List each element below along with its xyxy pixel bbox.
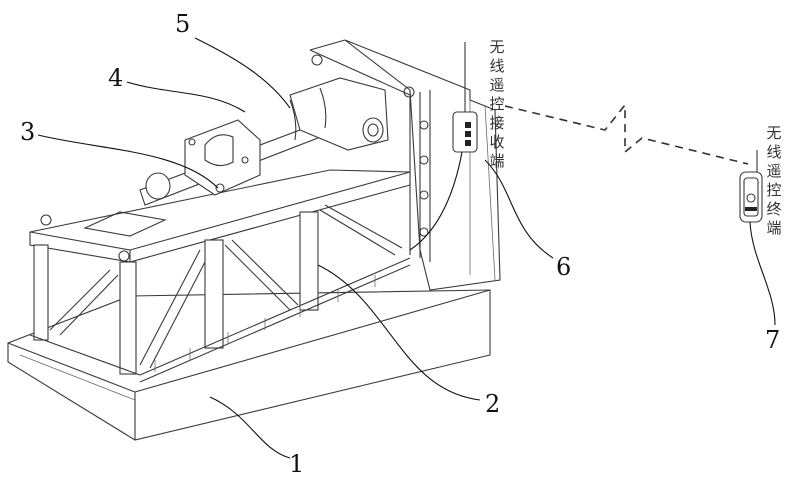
wireless-link (504, 102, 749, 165)
part-label-7: 7 (765, 326, 781, 354)
part-label-6: 6 (556, 253, 572, 281)
remote-caption: 无线遥控终端 (766, 124, 782, 237)
wireless-receiver-box (409, 42, 478, 251)
part-label-1: 1 (289, 450, 305, 478)
leader-3 (37, 134, 219, 189)
leader-lines (37, 37, 776, 459)
receiver-caption: 无线遥控接收端 (489, 38, 505, 170)
leader-2 (317, 264, 481, 401)
leader-4 (126, 81, 246, 113)
part-label-5: 5 (175, 10, 191, 38)
frame (29, 54, 415, 383)
leader-6 (484, 159, 554, 259)
shaft-assembly (139, 77, 389, 206)
part-label-2: 2 (485, 390, 501, 418)
leader-7 (749, 221, 776, 326)
leader-5 (194, 37, 291, 109)
part-label-4: 4 (108, 64, 124, 92)
part-label-3: 3 (20, 118, 36, 146)
anchor-bolts (154, 275, 376, 372)
base-block (7, 289, 491, 441)
wireless-remote-device (739, 150, 763, 223)
leader-1 (209, 396, 291, 459)
rear-panel (309, 39, 501, 291)
